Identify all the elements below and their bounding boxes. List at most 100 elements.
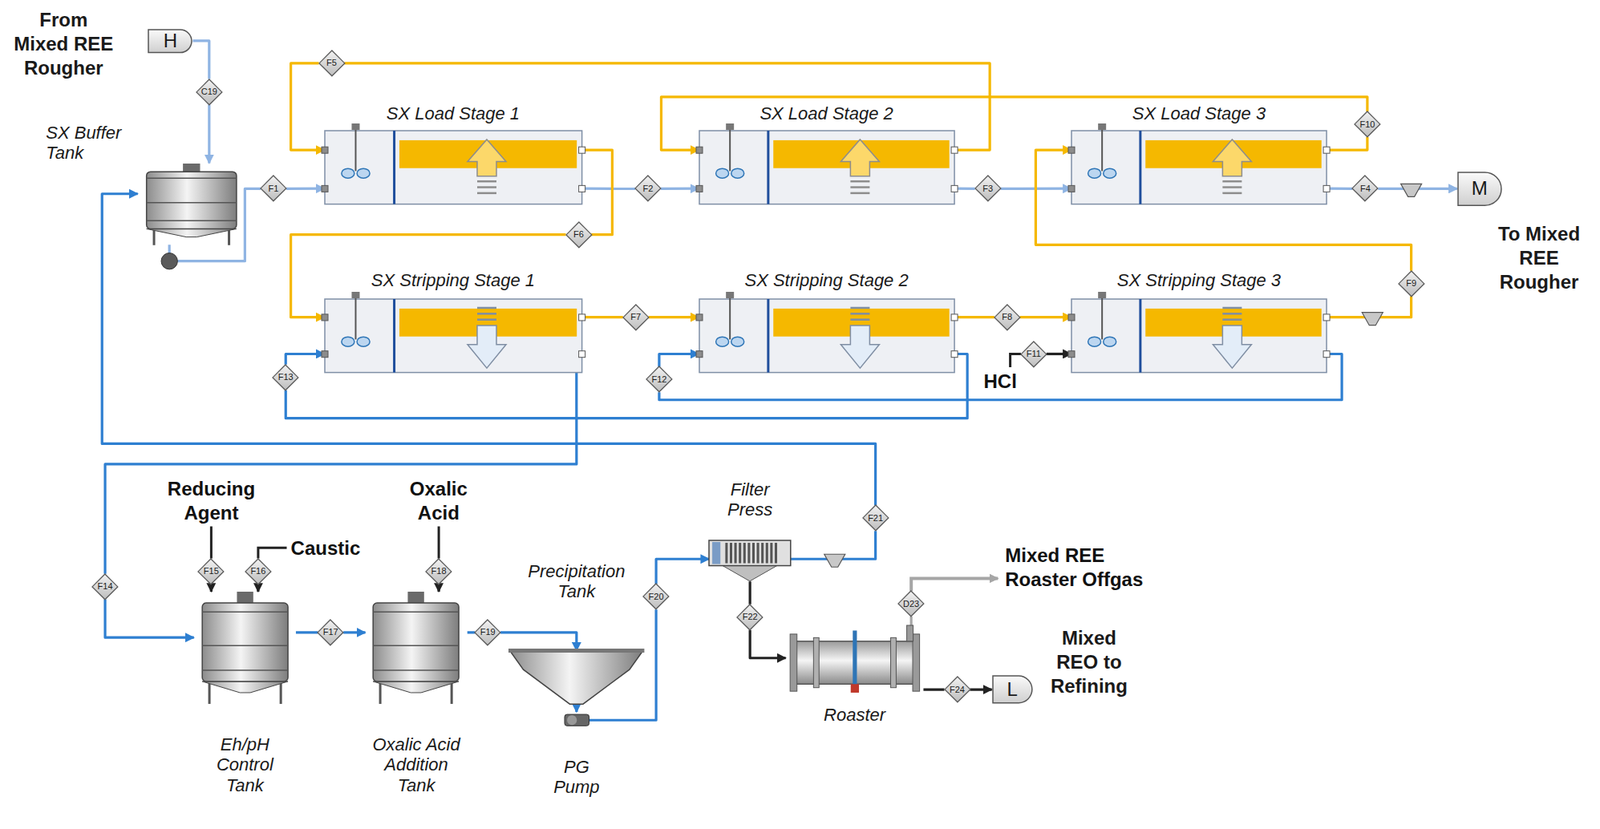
transfer-pump	[161, 253, 178, 270]
equipment-label: Roaster	[786, 704, 924, 726]
equipment-node: MTo Mixed REE Rougher	[1457, 171, 1503, 207]
stream-tag-diamond	[643, 583, 669, 610]
outlet-nozzle	[1323, 146, 1330, 154]
impeller	[730, 336, 744, 347]
stream-tag-diamond	[272, 364, 299, 391]
stream-label: Caustic	[291, 536, 372, 561]
agitator-shaft	[1101, 298, 1103, 340]
tank-band	[202, 644, 288, 647]
tank-motor	[236, 591, 253, 604]
equipment-label: SX Load Stage 1	[324, 103, 582, 124]
outlet-nozzle	[1323, 350, 1330, 357]
process-stream	[581, 187, 636, 191]
process-stream	[575, 704, 578, 713]
inlet-nozzle	[1068, 314, 1075, 321]
settler-cone	[1401, 183, 1422, 197]
process-stream	[581, 149, 612, 235]
mixer-weir	[1138, 299, 1142, 373]
stream-tag: F11	[1020, 341, 1047, 368]
outlet-nozzle	[1323, 314, 1330, 321]
tank-band	[145, 219, 236, 222]
phase-transfer-arrow	[1212, 139, 1252, 177]
tank-body	[202, 603, 288, 682]
arrow-stripe	[477, 307, 497, 310]
stream-tag: F8	[994, 304, 1021, 331]
stream-tag-diamond	[975, 175, 1001, 202]
outlet-nozzle	[1323, 185, 1330, 192]
process-stream	[648, 315, 700, 319]
stream-label: Oxalic Acid	[398, 477, 479, 526]
equipment-label: SX Load Stage 3	[1070, 103, 1328, 124]
stream-tag-diamond	[474, 619, 501, 646]
inlet-nozzle	[696, 350, 703, 357]
offgas-line	[911, 578, 998, 592]
off-page-connector	[992, 676, 1033, 704]
stream-tag-diamond	[260, 175, 287, 202]
stream-tag-diamond	[623, 304, 649, 331]
process-stream	[954, 315, 995, 319]
phase-transfer-arrow	[840, 325, 879, 369]
phase-transfer-arrow	[840, 139, 879, 177]
inlet-nozzle	[321, 350, 329, 357]
connector-letter: H	[163, 31, 178, 51]
impeller	[1103, 336, 1117, 347]
process-stream	[749, 630, 786, 659]
arrow-stripe	[477, 180, 497, 183]
agitator-shaft	[354, 129, 357, 171]
precipitation-tank-body	[510, 651, 643, 705]
reagent-feed-line	[1010, 353, 1021, 368]
stream-tag-diamond	[245, 558, 272, 585]
impeller	[356, 168, 370, 179]
inlet-nozzle	[696, 146, 703, 154]
process-stream	[286, 187, 325, 191]
stream-number: F1	[268, 184, 280, 194]
node-shape	[699, 130, 955, 205]
roaster-outlet	[906, 625, 913, 642]
node-shape	[324, 130, 583, 205]
mixer-weir	[1138, 130, 1142, 205]
agitator-motor	[1097, 291, 1106, 299]
agitator-motor	[351, 291, 360, 299]
stream-tag-diamond	[1020, 341, 1047, 368]
stream-number: F5	[326, 58, 337, 68]
arrow-stripe	[850, 186, 870, 189]
process-stream	[660, 187, 700, 191]
pump-body	[564, 714, 590, 726]
stream-number: F12	[651, 375, 667, 385]
stream-number: F3	[982, 184, 993, 194]
agitator-shaft	[729, 298, 731, 340]
stream-tag: F20	[643, 583, 669, 610]
roaster-flange	[912, 634, 920, 692]
connector-letter: L	[1006, 680, 1017, 700]
phase-transfer-arrow	[467, 325, 507, 369]
equipment-node: SX Stripping Stage 3	[1071, 299, 1327, 373]
process-stream	[256, 583, 260, 592]
impeller	[1088, 336, 1102, 347]
tank-band	[373, 669, 460, 672]
process-stream	[467, 631, 476, 634]
tank-motor	[182, 163, 200, 172]
node-shape	[708, 540, 791, 582]
equipment-node: SX Buffer Tank	[137, 163, 246, 246]
node-shape	[194, 591, 296, 705]
node-shape	[510, 651, 643, 705]
inlet-nozzle	[321, 314, 329, 321]
stream-tag: F3	[975, 175, 1001, 202]
stream-tag-diamond	[198, 558, 224, 585]
settler-cone	[824, 554, 846, 568]
agitator-motor	[725, 123, 734, 130]
stream-tag: F6	[566, 222, 592, 248]
agitator-shaft	[354, 298, 357, 340]
process-stream	[749, 581, 752, 605]
filter-plates	[725, 542, 778, 564]
settler-body	[1071, 130, 1327, 205]
equipment-node: HFrom Mixed REE Rougher	[147, 28, 193, 54]
impeller	[340, 168, 354, 179]
tank-motor	[408, 591, 425, 604]
stream-tag: F24	[944, 676, 971, 703]
stream-label: Reducing Agent	[158, 477, 264, 526]
outlet-nozzle	[951, 350, 958, 357]
stream-number: F6	[573, 230, 584, 239]
stream-number: F8	[1001, 312, 1013, 322]
arrow-stripe	[1222, 186, 1242, 189]
